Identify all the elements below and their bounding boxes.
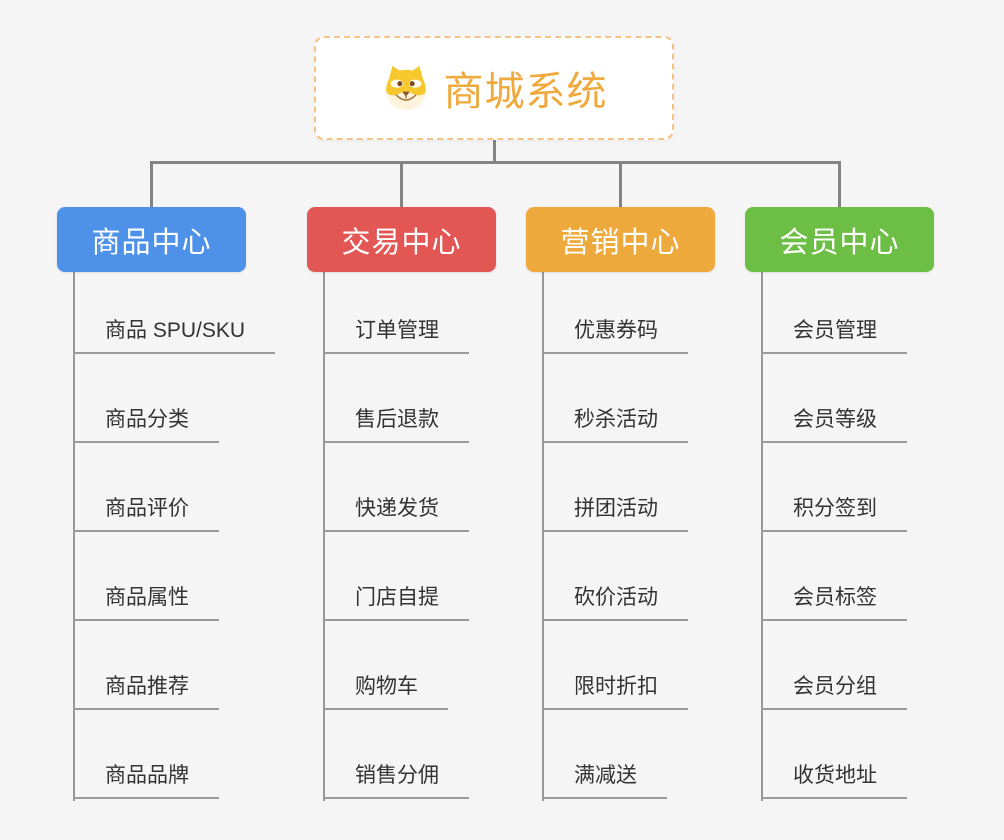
branch-header-marketing[interactable]: 营销中心 xyxy=(526,207,715,272)
product-item-review[interactable]: 商品评价 xyxy=(73,496,219,532)
trade-item-orders[interactable]: 订单管理 xyxy=(323,318,469,354)
marketing-item-discount[interactable]: 限时折扣 xyxy=(542,674,688,710)
root-title: 商城系统 xyxy=(443,70,608,114)
connector-drop-trade xyxy=(400,161,403,209)
member-item-level[interactable]: 会员等级 xyxy=(761,407,907,443)
spine-member xyxy=(761,272,763,801)
marketing-item-coupon[interactable]: 优惠券码 xyxy=(542,318,688,354)
product-item-brand[interactable]: 商品品牌 xyxy=(73,763,219,799)
trade-item-pickup[interactable]: 门店自提 xyxy=(323,585,469,621)
connector-root-stub xyxy=(493,139,496,164)
product-item-recommend[interactable]: 商品推荐 xyxy=(73,674,219,710)
marketing-item-flashsale[interactable]: 秒杀活动 xyxy=(542,407,688,443)
connector-drop-member xyxy=(838,161,841,209)
branch-header-label: 商品中心 xyxy=(91,226,212,259)
branch-header-member[interactable]: 会员中心 xyxy=(745,207,934,272)
root-node[interactable]: 商城系统 xyxy=(314,36,674,140)
trade-item-shipping[interactable]: 快递发货 xyxy=(323,496,469,532)
member-item-groups[interactable]: 会员分组 xyxy=(761,674,907,710)
trade-item-commission[interactable]: 销售分佣 xyxy=(323,763,469,799)
shiba-dog-icon xyxy=(385,65,426,111)
product-item-spu-sku[interactable]: 商品 SPU/SKU xyxy=(73,318,276,354)
product-item-category[interactable]: 商品分类 xyxy=(73,407,219,443)
marketing-item-groupbuy[interactable]: 拼团活动 xyxy=(542,496,688,532)
trade-item-refunds[interactable]: 售后退款 xyxy=(323,407,469,443)
member-item-manage[interactable]: 会员管理 xyxy=(761,318,907,354)
member-item-address[interactable]: 收货地址 xyxy=(761,763,907,799)
spine-product xyxy=(73,272,75,801)
connector-drop-marketing xyxy=(619,161,622,209)
branch-header-product[interactable]: 商品中心 xyxy=(57,207,246,272)
member-item-tags[interactable]: 会员标签 xyxy=(761,585,907,621)
marketing-item-fullgift[interactable]: 满减送 xyxy=(542,763,667,799)
branch-header-label: 营销中心 xyxy=(560,226,681,259)
product-item-attribute[interactable]: 商品属性 xyxy=(73,585,219,621)
connector-horizontal-bar xyxy=(150,161,841,164)
marketing-item-bargain[interactable]: 砍价活动 xyxy=(542,585,688,621)
spine-marketing xyxy=(542,272,544,801)
connector-drop-product xyxy=(150,161,153,209)
member-item-points[interactable]: 积分签到 xyxy=(761,496,907,532)
trade-item-cart[interactable]: 购物车 xyxy=(323,674,448,710)
spine-trade xyxy=(323,272,325,801)
branch-header-trade[interactable]: 交易中心 xyxy=(307,207,496,272)
branch-header-label: 交易中心 xyxy=(341,226,462,259)
branch-header-label: 会员中心 xyxy=(779,226,900,259)
